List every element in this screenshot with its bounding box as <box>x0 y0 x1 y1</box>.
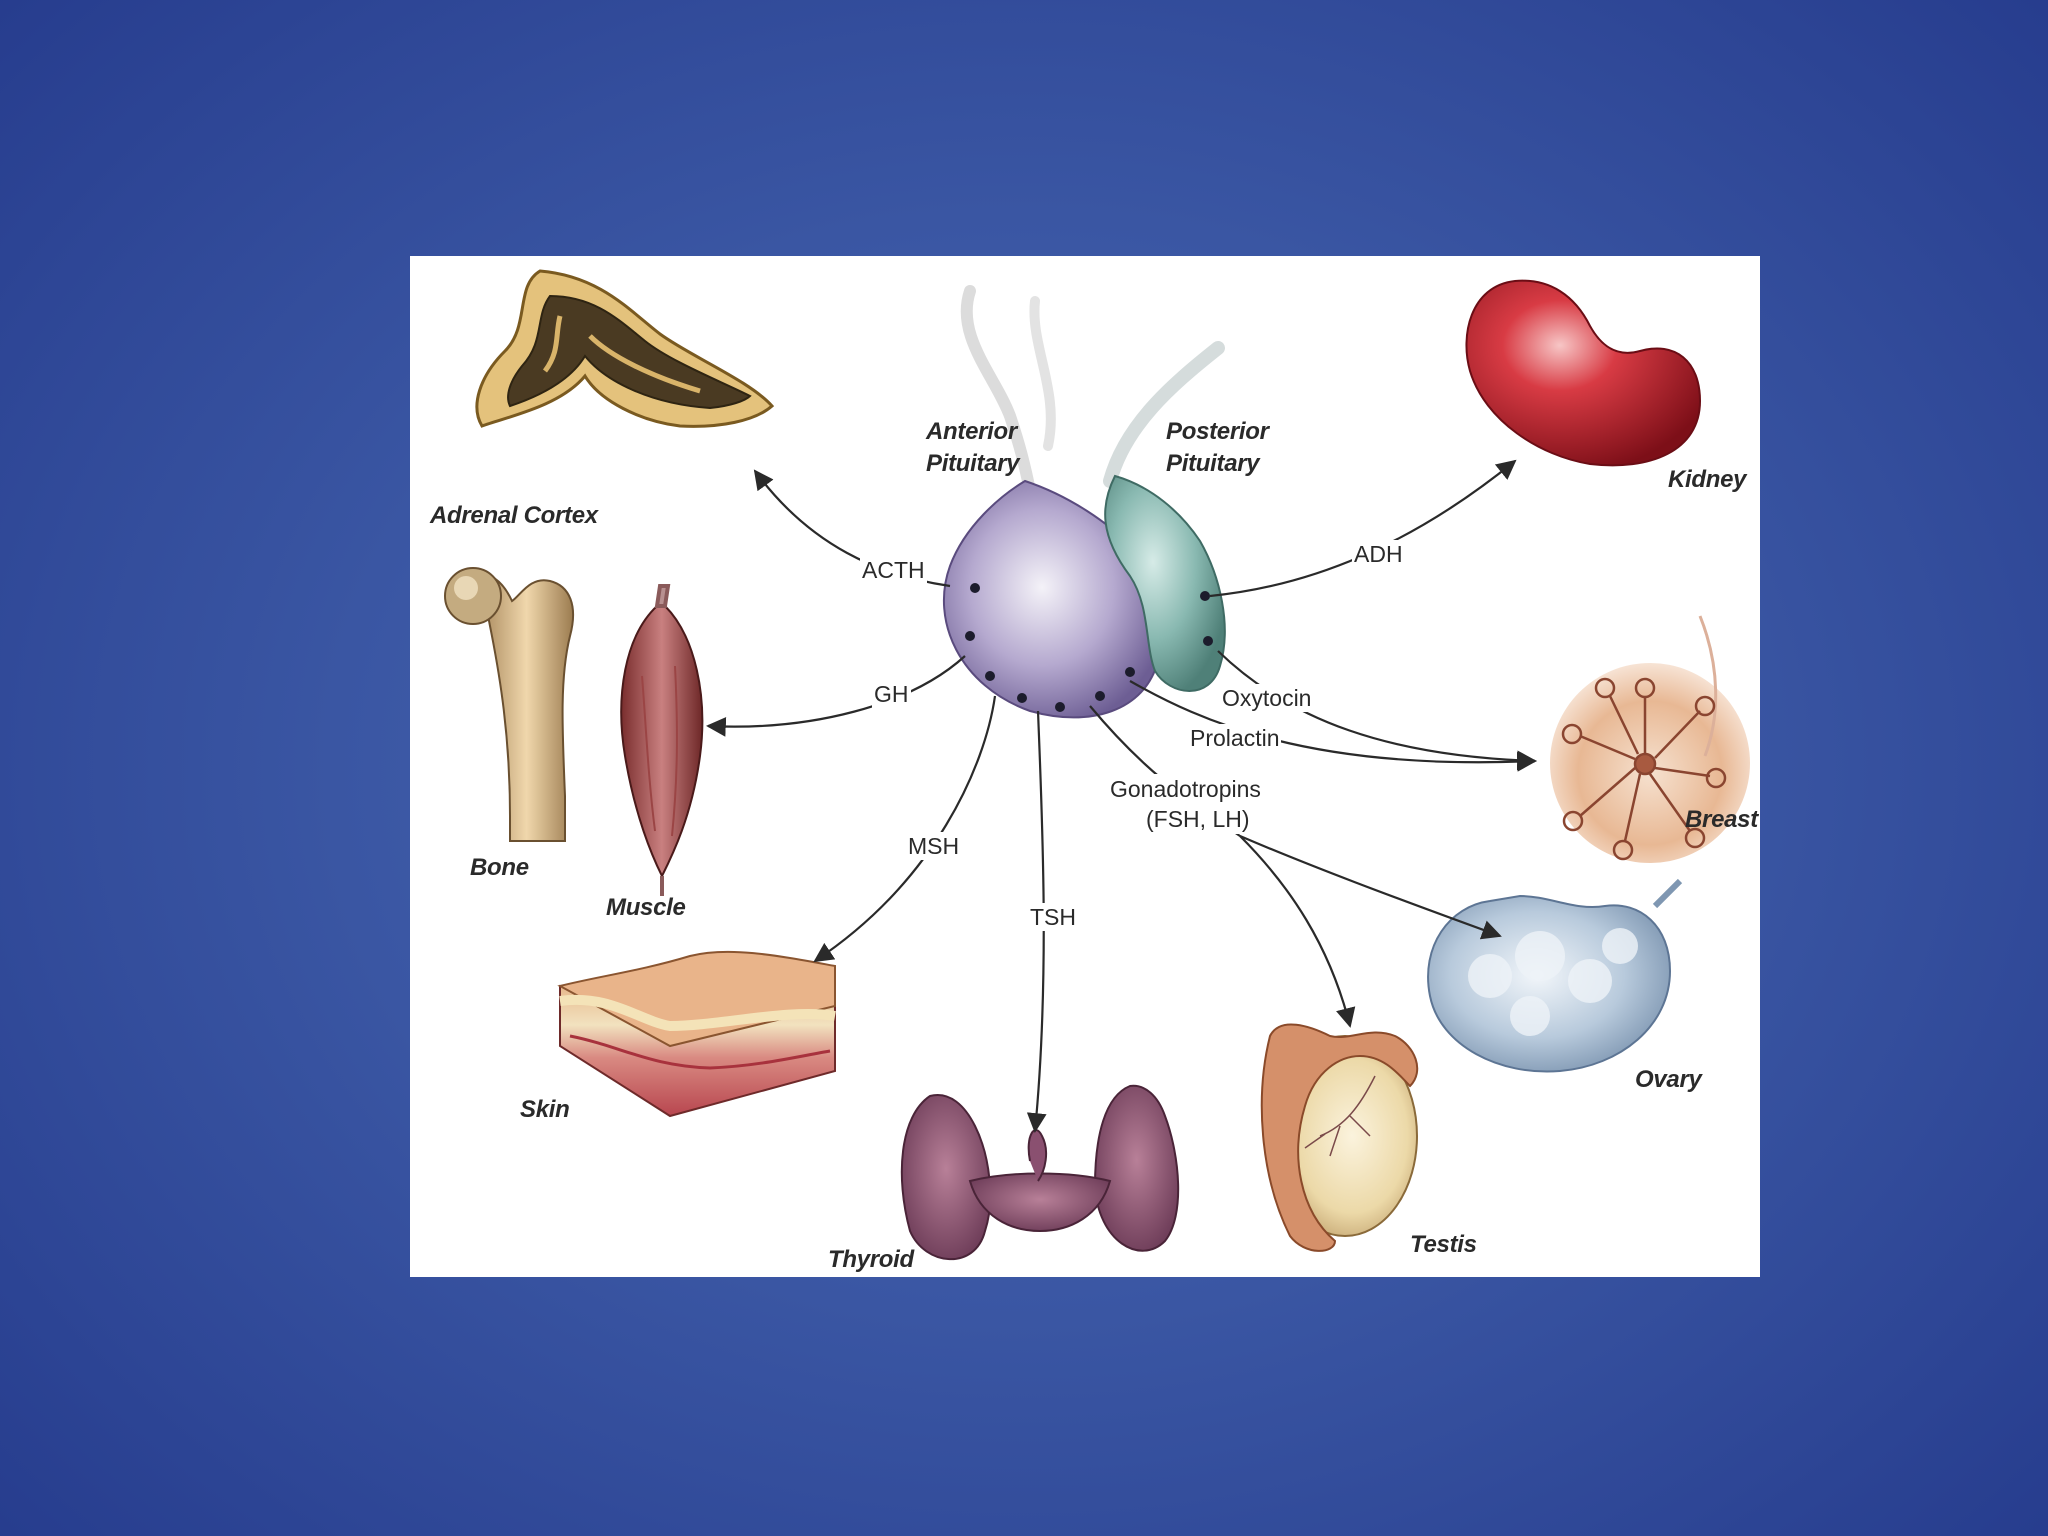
oxytocin-label: Oxytocin <box>1220 684 1314 712</box>
bone-illustration <box>444 567 575 842</box>
arrow-gh <box>706 655 966 737</box>
arrow-to-ovary <box>1239 834 1502 940</box>
tsh-label: TSH <box>1028 903 1078 931</box>
arrow-msh <box>813 695 997 963</box>
acth-label: ACTH <box>860 556 927 584</box>
prolactin-label: Prolactin <box>1188 724 1282 752</box>
arrow-oxytocin <box>1217 650 1537 771</box>
skin-illustration <box>557 950 836 1118</box>
kidney-illustration <box>1465 279 1702 467</box>
pituitary-stalk <box>1103 341 1225 488</box>
testis-illustration <box>1260 1023 1419 1252</box>
breast-label: Breast <box>1685 806 1758 833</box>
breast-illustration <box>1550 615 1750 863</box>
bone-label: Bone <box>470 854 529 881</box>
pituitary-stalk <box>960 285 1036 497</box>
kidney-label: Kidney <box>1668 466 1747 493</box>
gh-label: GH <box>872 680 911 708</box>
arrow-adh <box>1209 459 1517 598</box>
muscle-label: Muscle <box>606 894 686 921</box>
gonadotropins-label: Gonadotropins(FSH, LH) <box>1108 774 1263 834</box>
skin-label: Skin <box>520 1096 570 1123</box>
diagram-artwork <box>444 269 1750 1261</box>
thyroid-illustration <box>900 1084 1180 1261</box>
muscle-illustration <box>620 584 704 896</box>
pituitary-dots <box>965 583 1213 712</box>
pituitary-stalk <box>1029 296 1056 451</box>
msh-label: MSH <box>906 832 962 860</box>
ovary-illustration <box>1427 878 1683 1073</box>
arrow-tsh <box>1026 710 1047 1133</box>
adrenal-cortex-label: Adrenal Cortex <box>430 502 598 529</box>
arrow-to-testis <box>1239 835 1356 1028</box>
thyroid-label: Thyroid <box>828 1246 914 1273</box>
posterior-pituitary-lobe <box>1104 474 1226 692</box>
ovary-label: Ovary <box>1635 1066 1702 1093</box>
adrenal-cortex-illustration <box>475 269 775 428</box>
testis-label: Testis <box>1410 1231 1477 1258</box>
adh-label: ADH <box>1352 540 1405 568</box>
